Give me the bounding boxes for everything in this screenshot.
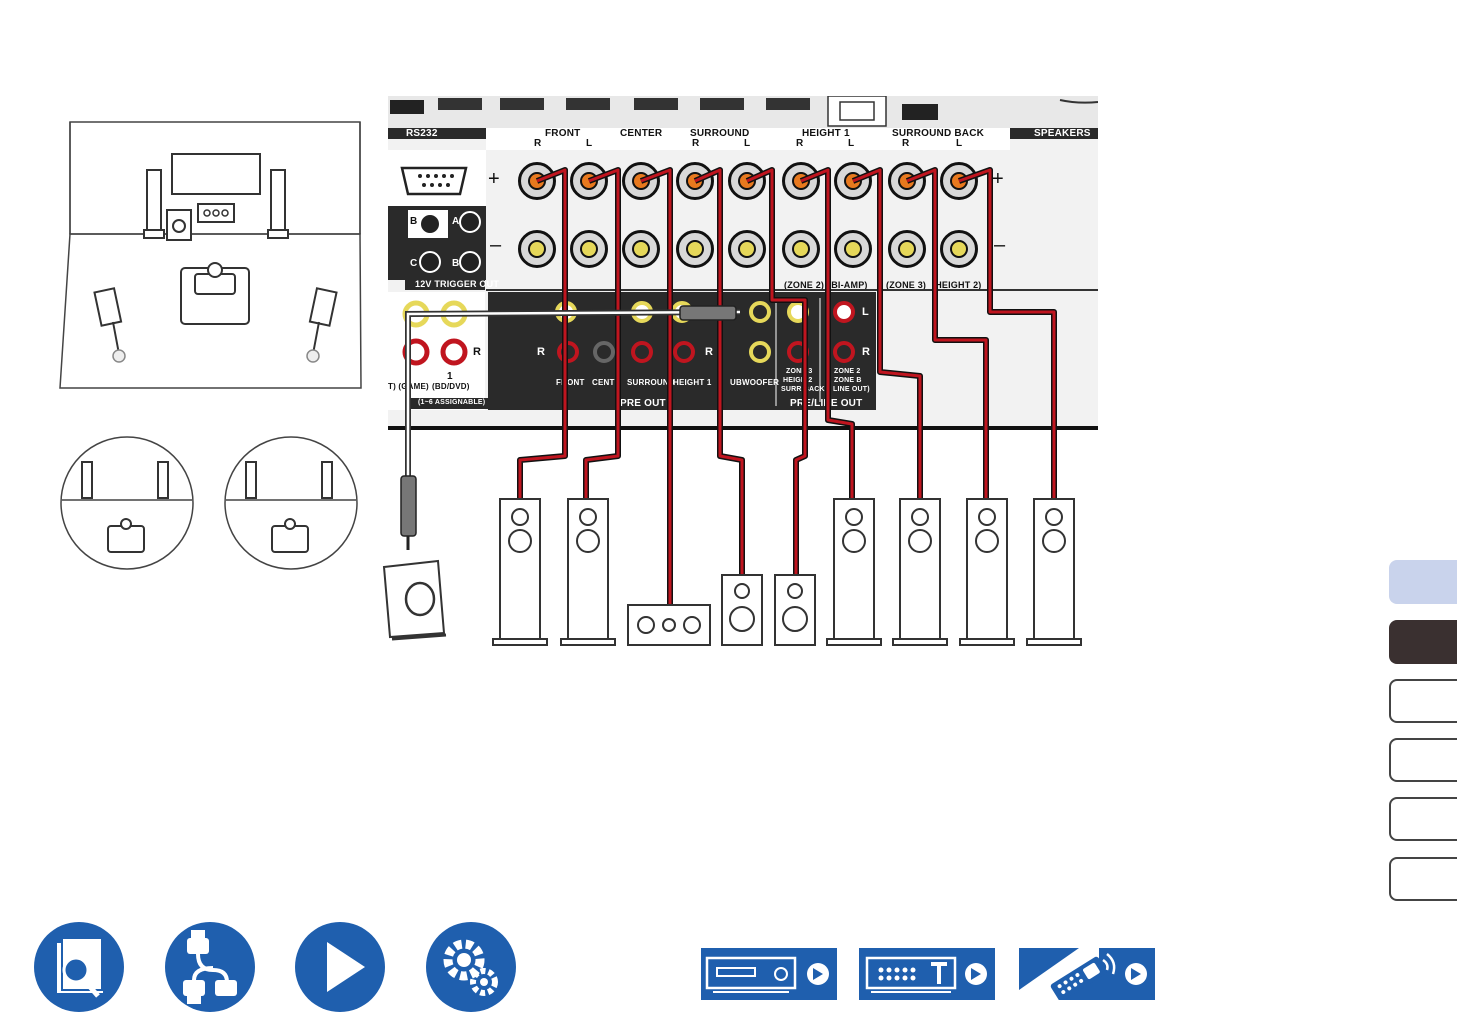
label-sb-l: L xyxy=(956,138,963,149)
input-r: R xyxy=(473,346,482,358)
front-panel-button[interactable] xyxy=(701,948,837,1000)
preout-surround: SURROUND xyxy=(627,378,675,387)
label-biamp: (BI-AMP) xyxy=(828,280,868,290)
assignable-bar xyxy=(408,398,488,409)
preout-height1: HEIGHT 1 xyxy=(673,378,712,387)
input-bddvd: (BD/DVD) xyxy=(432,382,470,391)
terminal-sb-r-neg xyxy=(888,230,926,268)
label-trigger-a: A xyxy=(452,216,460,227)
terminal-height1-l-neg xyxy=(834,230,872,268)
front-panel-icon xyxy=(705,956,829,993)
label-center: CENTER xyxy=(620,128,663,139)
preout-title: PRE OUT xyxy=(620,398,666,409)
plus-sign-right: + xyxy=(992,168,1004,190)
label-speakers: SPEAKERS xyxy=(1034,128,1091,139)
minus-sign-left: – xyxy=(490,234,502,256)
remote-control-icon xyxy=(1019,948,1147,1002)
terminal-front-l-neg xyxy=(570,230,608,268)
side-tab-3[interactable] xyxy=(1389,679,1457,723)
rear-panel-button[interactable] xyxy=(859,948,995,1000)
setup-gear-icon xyxy=(443,939,498,996)
label-zone2: (ZONE 2) xyxy=(784,280,825,290)
label-front-l: L xyxy=(586,138,593,149)
label-surround-back: SURROUND BACK xyxy=(892,128,985,139)
label-surround-r: R xyxy=(692,138,700,149)
rear-panel-icon xyxy=(865,956,987,993)
height-layout-circle-right xyxy=(224,436,358,570)
preout-zone2: ZONE 2 xyxy=(834,368,861,375)
room-layout-illustration xyxy=(59,121,362,389)
terminal-surround-l-neg xyxy=(728,230,766,268)
height-layout-circle-left xyxy=(60,436,194,570)
manual-search-icon xyxy=(55,937,105,998)
manual-search-button[interactable] xyxy=(34,922,124,1012)
terminal-divider xyxy=(486,289,1098,291)
preout-zoneb: ZONE B xyxy=(834,377,862,384)
input-assignable: (1~6 ASSIGNABLE) xyxy=(418,399,486,406)
preout-r-mid: R xyxy=(705,346,714,358)
preout-subwoofer: UBWOOFER xyxy=(730,378,780,387)
label-rs232: RS232 xyxy=(406,128,438,139)
hdmi-ports-row xyxy=(388,96,1098,128)
preout-r-right: R xyxy=(862,346,871,358)
label-12v-trigger: 12V TRIGGER OUT xyxy=(415,279,500,289)
preout-front: FRONT xyxy=(556,378,585,387)
label-zone3: (ZONE 3) xyxy=(886,280,927,290)
side-tab-6[interactable] xyxy=(1389,857,1457,901)
connection-button[interactable] xyxy=(165,922,255,1012)
side-tab-5[interactable] xyxy=(1389,797,1457,841)
terminal-sb-l-neg xyxy=(940,230,978,268)
remote-control-button[interactable] xyxy=(1019,948,1155,1002)
side-tab-2[interactable] xyxy=(1389,620,1457,664)
label-sb-r: R xyxy=(902,138,910,149)
playback-button[interactable] xyxy=(295,922,385,1012)
label-trigger-c: C xyxy=(410,258,418,269)
preout-lineout: LINE OUT) xyxy=(833,386,870,393)
label-height2: (HEIGHT 2) xyxy=(932,280,982,290)
rs232-connector xyxy=(388,150,486,280)
minus-sign-right: – xyxy=(994,234,1006,256)
input-one: 1 xyxy=(447,371,453,382)
plus-sign-left: + xyxy=(488,168,500,190)
label-front-r: R xyxy=(534,138,542,149)
preout-zone3: ZONE 3 xyxy=(786,368,813,375)
label-height1: HEIGHT 1 xyxy=(802,128,850,139)
connection-cable-icon xyxy=(183,930,237,1004)
side-tab-4[interactable] xyxy=(1389,738,1457,782)
label-height1-l: L xyxy=(848,138,855,149)
header-label-area xyxy=(486,128,1010,150)
label-surround-l: L xyxy=(744,138,751,149)
preout-r-left: R xyxy=(537,346,546,358)
preout-height2: HEIGH 2 xyxy=(783,377,813,384)
preout-center: CENT xyxy=(592,378,615,387)
preout-l-right: L xyxy=(862,306,869,318)
playback-icon xyxy=(327,942,365,992)
terminal-surround-r-neg xyxy=(676,230,714,268)
terminal-height1-r-neg xyxy=(782,230,820,268)
label-height1-r: R xyxy=(796,138,804,149)
terminal-front-r-neg xyxy=(518,230,556,268)
label-trigger-b1: B xyxy=(410,216,418,227)
setup-button[interactable] xyxy=(426,922,516,1012)
speakers-row xyxy=(382,498,1082,646)
side-tab-1[interactable] xyxy=(1389,560,1457,604)
label-surround: SURROUND xyxy=(690,128,750,139)
label-front: FRONT xyxy=(545,128,581,139)
terminal-center-neg xyxy=(622,230,660,268)
label-trigger-b2: B xyxy=(452,258,460,269)
trigger-label-bar xyxy=(405,279,485,290)
subwoofer-icon xyxy=(382,559,447,641)
